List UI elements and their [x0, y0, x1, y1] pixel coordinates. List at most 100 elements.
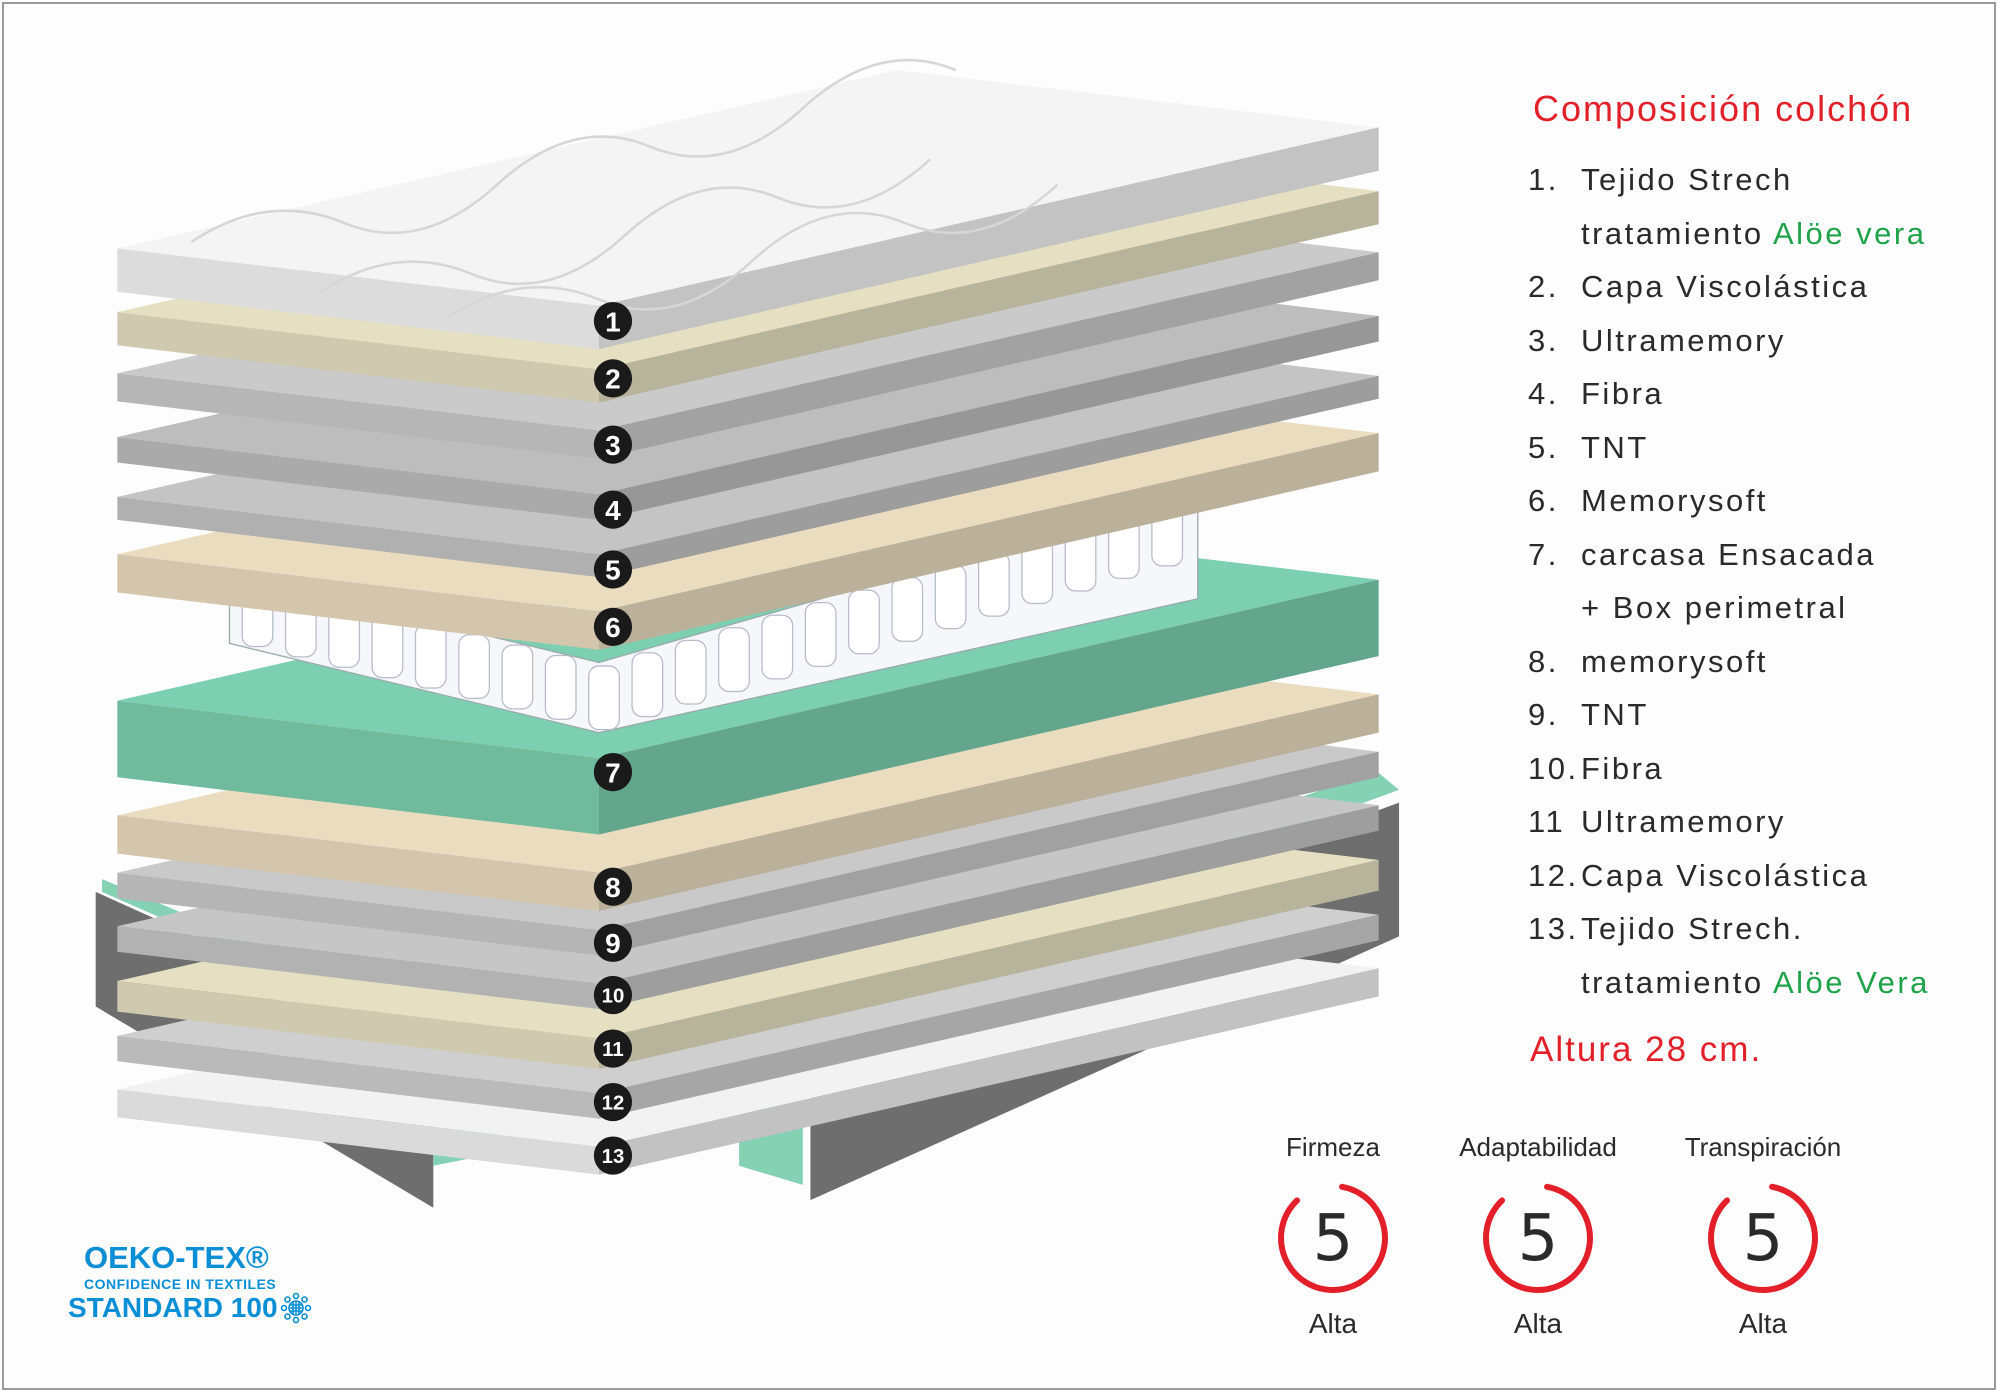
rating-value: 5 [1313, 1202, 1354, 1276]
layer-badge [593, 550, 633, 589]
layer-number: 9. [1528, 697, 1559, 732]
layer-2-front [117, 312, 599, 403]
layer-3-front [117, 373, 599, 459]
oeko-tex-logo: OEKO-TEX® CONFIDENCE IN TEXTILES STANDAR… [68, 1240, 312, 1324]
layer-6-front [117, 554, 599, 650]
spring-pocket [761, 614, 794, 680]
layer-number: 8. [1528, 643, 1559, 679]
layer-badge [593, 607, 633, 646]
spring-pocket [804, 602, 837, 667]
composition-title: Composición colchón [1533, 88, 1914, 129]
spring-pocket [631, 652, 664, 718]
rating-gauge: 5 [1708, 1183, 1818, 1293]
spring-pocket [977, 551, 1010, 617]
layer-treatment: Alöe Vera [1772, 964, 1930, 1000]
layer-badge-number: 13 [602, 1146, 625, 1168]
layer-name: carcasa Ensacada [1581, 536, 1877, 572]
layer-badge-number: 10 [602, 986, 625, 1008]
layer-name: TNT [1581, 429, 1649, 465]
layer-badge [593, 1136, 633, 1175]
layer-12-side [598, 914, 1379, 1119]
layer-name: tratamiento [1581, 215, 1773, 251]
layer-name: + Box perimetral [1581, 590, 1848, 625]
layer-badge-number: 3 [605, 430, 621, 461]
layer-name: tratamiento [1581, 964, 1773, 1000]
oeko-tex-standard: STANDARD 100 [68, 1292, 278, 1323]
rating-label: Adaptabilidad [1459, 1132, 1617, 1162]
rating-value: 5 [1518, 1202, 1559, 1276]
layer-badge-number: 8 [605, 872, 621, 903]
spring-pocket [891, 576, 924, 642]
layer-badge-number: 5 [605, 555, 621, 586]
spring-pocket [414, 623, 447, 689]
layer-name: Fibra [1581, 750, 1665, 786]
rating-value: 5 [1743, 1202, 1784, 1276]
layer-number: 2. [1528, 269, 1559, 304]
spring-pocket [934, 564, 967, 630]
layer-number: 13. [1528, 911, 1579, 946]
quilt-pattern [190, 58, 1059, 320]
layer-3-side [598, 252, 1379, 459]
layer-name: Capa Viscolástica [1581, 857, 1870, 893]
layer-13-front [117, 1089, 599, 1175]
layer-1-side [598, 127, 1379, 350]
layer-badge [593, 923, 633, 962]
layer-badge-number: 2 [605, 364, 621, 395]
layer-badge [593, 425, 633, 464]
layer-badge-number: 9 [605, 928, 621, 959]
layer-5-front [117, 496, 599, 578]
oeko-tex-emblem-icon [280, 1292, 311, 1324]
layer-8-side [598, 694, 1379, 911]
layer-number: 6. [1528, 483, 1559, 518]
layer-badge [593, 867, 633, 906]
spring-pocket [544, 654, 577, 720]
layer-badge-number: 1 [605, 306, 621, 337]
spring-pocket [718, 627, 750, 693]
layer-1-front [117, 248, 599, 350]
layer-7-side [598, 579, 1379, 835]
layer-name: Fibra [1581, 376, 1665, 411]
layer-badge [593, 1082, 633, 1122]
layer-badge [593, 975, 633, 1015]
layer-badge [593, 1029, 633, 1068]
layer-number: 3. [1528, 322, 1559, 358]
layer-number: 11 [1528, 804, 1566, 839]
layer-number: 1. [1528, 162, 1559, 197]
rating-level: Alta [1738, 1308, 1788, 1339]
spring-pocket [588, 665, 620, 731]
layer-badge [593, 359, 633, 398]
layer-name: Capa Viscolástica [1581, 269, 1870, 304]
spring-pocket [848, 589, 880, 655]
layer-name: Ultramemory [1581, 322, 1786, 358]
layer-number: 7. [1528, 536, 1559, 572]
oeko-tex-name: OEKO-TEX® [84, 1240, 269, 1275]
spring-pocket [674, 639, 707, 705]
layer-11-side [598, 859, 1379, 1069]
layer-11-front [117, 981, 599, 1069]
layer-12-front [117, 1035, 599, 1119]
layer-badge [593, 490, 633, 529]
rating-adaptabilidad: Adaptabilidad 5 Alta [1428, 1132, 1648, 1340]
layer-badge-number: 4 [605, 495, 621, 526]
layer-badge [593, 301, 633, 341]
layer-name: Memorysoft [1581, 483, 1768, 518]
layer-2-side [598, 191, 1379, 403]
layer-name: Ultramemory [1581, 804, 1786, 839]
layer-name: TNT [1581, 697, 1649, 732]
oeko-tex-tagline: CONFIDENCE IN TEXTILES [84, 1276, 277, 1292]
rating-gauge: 5 [1278, 1183, 1388, 1293]
layer-name: memorysoft [1581, 643, 1768, 679]
spring-pocket [501, 644, 534, 710]
rating-firmeza: Firmeza 5 Alta [1223, 1132, 1443, 1340]
layer-badge-number: 11 [602, 1039, 624, 1061]
layer-name: Tejido Strech [1581, 162, 1793, 197]
layer-13-side [598, 968, 1379, 1175]
layer-badge-number: 7 [605, 757, 621, 788]
layer-badge-number: 6 [605, 612, 621, 643]
layer-9-side [598, 751, 1379, 956]
spring-pocket [458, 634, 491, 700]
layer-10-front [117, 926, 599, 1010]
rating-level: Alta [1308, 1308, 1358, 1339]
layer-8-front [117, 815, 599, 911]
